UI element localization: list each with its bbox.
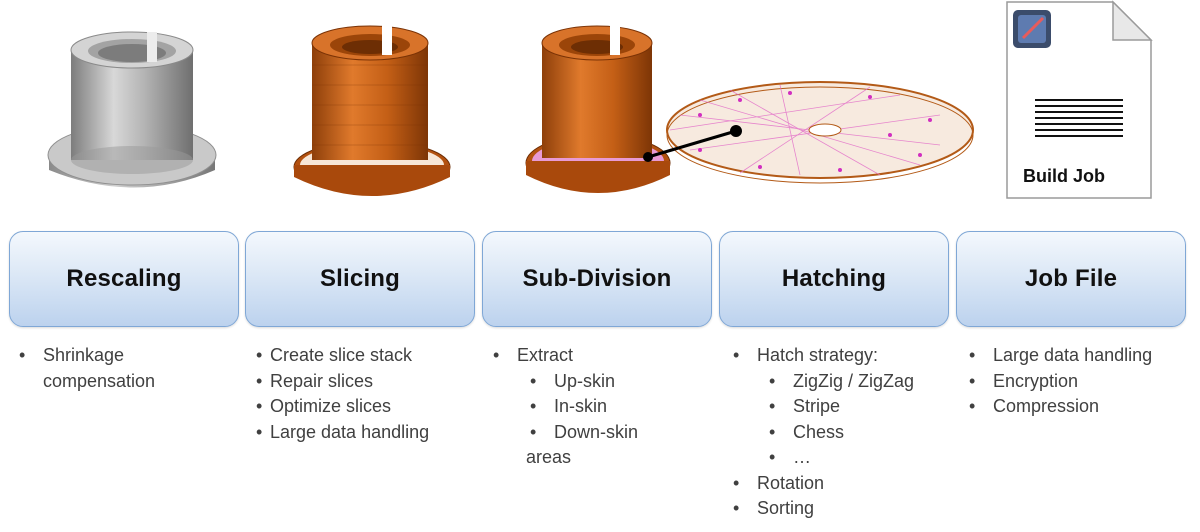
list-item: •Optimize slices [256, 396, 392, 416]
list-item: •Up-skin [530, 370, 616, 391]
list-item: •Encryption [969, 370, 1079, 391]
list-item: •Stripe [769, 396, 841, 416]
notes-job-file: •Large data handling •Encryption •Compre… [969, 343, 1152, 420]
list-item: •Rotation [733, 472, 825, 493]
stage-title: Rescaling [66, 265, 182, 292]
list-item: areas [526, 447, 572, 467]
stage-slicing: Slicing [245, 231, 475, 327]
stage-title: Job File [1024, 265, 1118, 292]
stage-sub-division: Sub-Division [482, 231, 712, 327]
build-job-document-icon [1006, 0, 1153, 199]
stage-rescaling: Rescaling [9, 231, 239, 327]
stage-title: Sub-Division [522, 265, 672, 292]
gray-part-image [47, 31, 217, 188]
list-item: •… [769, 447, 811, 467]
list-item: •In-skin [530, 396, 608, 416]
notes-hatching: •Hatch strategy: •ZigZig / ZigZag •Strip… [733, 343, 914, 522]
list-item: •Compression [969, 396, 1100, 416]
list-item: •ZigZig / ZigZag [769, 370, 915, 391]
skin-detail-image [643, 81, 974, 184]
build-job-label: Build Job [1023, 166, 1105, 186]
notes-sub-division: •Extract •Up-skin •In-skin •Down-skin ar… [493, 343, 638, 471]
list-item: •Extract [493, 345, 574, 365]
list-item: •Chess [769, 421, 845, 442]
list-item: •Shrinkage [19, 345, 125, 365]
stage-job-file: Job File [956, 231, 1186, 327]
list-item: •Create slice stack [256, 345, 413, 365]
list-item: •Large data handling [969, 345, 1153, 365]
stage-title: Slicing [319, 265, 401, 292]
stage-hatching: Hatching [719, 231, 949, 327]
sliced-part-image [293, 25, 451, 196]
notes-rescaling: •Shrinkage compensation [19, 343, 155, 394]
list-item: •Large data handling [256, 421, 430, 442]
list-item: •Down-skin [530, 421, 639, 442]
list-item: compensation [43, 370, 156, 391]
list-item: •Repair slices [256, 370, 374, 391]
list-item: •Hatch strategy: [733, 345, 879, 365]
subdivided-part-image [525, 25, 671, 193]
list-item: •Sorting [733, 498, 815, 518]
stage-title: Hatching [781, 265, 887, 292]
notes-slicing: •Create slice stack •Repair slices •Opti… [256, 343, 429, 445]
